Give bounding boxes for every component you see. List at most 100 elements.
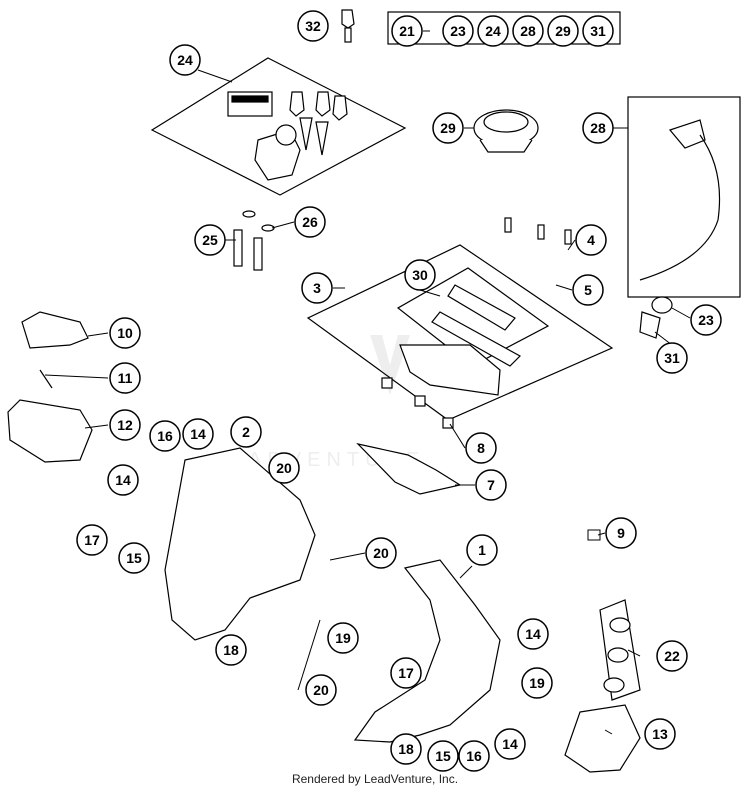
svg-text:24: 24	[177, 52, 193, 68]
headlight-cover-drawing	[7, 311, 93, 463]
left-frame-drawing	[164, 447, 316, 641]
callout-20-top: 20	[268, 452, 300, 484]
callout-20-bottom: 20	[305, 674, 337, 706]
ignition-lock-drawing	[227, 91, 348, 181]
bolts-25-26-drawing	[233, 210, 275, 271]
svg-text:9: 9	[617, 525, 625, 541]
svg-text:23: 23	[698, 312, 714, 328]
svg-text:12: 12	[117, 417, 133, 433]
svg-text:16: 16	[466, 748, 482, 764]
callout-12: 12	[109, 409, 141, 441]
callout-14-left: 14	[107, 464, 139, 496]
watermark: ADVENTURE	[248, 335, 419, 471]
svg-text:15: 15	[435, 748, 451, 764]
right-frame-drawing	[353, 559, 501, 743]
callout-18-bottom: 18	[390, 733, 422, 765]
svg-text:14: 14	[525, 626, 541, 642]
svg-text:28: 28	[590, 120, 606, 136]
lock-parts-drawing	[639, 296, 673, 339]
callout-31: 31	[656, 342, 688, 374]
kit-member-28: 28	[512, 15, 544, 47]
footer-credit: Rendered by LeadVenture, Inc.	[291, 772, 459, 786]
callout-8: 8	[465, 432, 497, 464]
svg-text:17: 17	[398, 665, 414, 681]
callout-17-left: 17	[76, 524, 108, 556]
callout-11: 11	[109, 362, 141, 394]
svg-text:10: 10	[117, 325, 133, 341]
svg-text:18: 18	[398, 741, 414, 757]
svg-text:31: 31	[664, 350, 680, 366]
svg-text:29: 29	[440, 120, 456, 136]
callout-17-mid: 17	[390, 657, 422, 689]
svg-text:4: 4	[587, 232, 595, 248]
parts-22-drawing	[603, 617, 631, 693]
svg-text:18: 18	[223, 642, 239, 658]
svg-text:14: 14	[502, 736, 518, 752]
fuel-cap-drawing	[473, 109, 539, 153]
callout-16-top: 16	[149, 420, 181, 452]
svg-text:5: 5	[584, 282, 592, 298]
callout-20-mid: 20	[365, 537, 397, 569]
callout-2: 2	[230, 416, 262, 448]
key-part-drawing	[341, 9, 355, 43]
callout-3: 3	[301, 272, 333, 304]
callout-7: 7	[475, 469, 507, 501]
svg-text:32: 32	[305, 18, 321, 34]
svg-text:3: 3	[313, 280, 321, 296]
svg-text:16: 16	[157, 428, 173, 444]
svg-text:23: 23	[450, 23, 466, 39]
svg-text:22: 22	[664, 648, 680, 664]
callout-5: 5	[572, 274, 604, 306]
callout-19-left: 19	[327, 622, 359, 654]
svg-text:14: 14	[190, 426, 206, 442]
svg-text:19: 19	[335, 630, 351, 646]
callout-13: 13	[644, 718, 676, 750]
dashboard-drawing	[381, 217, 572, 429]
kit-member-29: 29	[547, 15, 579, 47]
svg-text:8: 8	[477, 440, 485, 456]
kit-member-24: 24	[477, 15, 509, 47]
svg-text:11: 11	[118, 370, 133, 386]
svg-text:19: 19	[529, 675, 545, 691]
callout-4: 4	[575, 224, 607, 256]
svg-text:14: 14	[115, 472, 131, 488]
svg-text:20: 20	[313, 682, 329, 698]
callout-1: 1	[466, 534, 498, 566]
svg-text:21: 21	[399, 23, 415, 39]
svg-text:29: 29	[555, 23, 571, 39]
svg-text:28: 28	[520, 23, 536, 39]
leader-lines	[44, 69, 691, 735]
callout-16-bottom: 16	[458, 740, 490, 772]
holder-13-drawing	[564, 704, 641, 773]
svg-text:20: 20	[276, 460, 292, 476]
cable-box	[627, 96, 741, 298]
callout-29: 29	[432, 112, 464, 144]
callout-23: 23	[690, 304, 722, 336]
svg-text:1: 1	[478, 542, 486, 558]
callout-15-left: 15	[118, 542, 150, 574]
callout-30: 30	[404, 259, 436, 291]
kit-member-23: 23	[442, 15, 474, 47]
svg-text:17: 17	[84, 532, 100, 548]
svg-text:15: 15	[126, 550, 142, 566]
part-9-drawing	[587, 529, 601, 541]
callout-32: 32	[297, 10, 329, 42]
callout-22: 22	[656, 640, 688, 672]
callout-10: 10	[109, 317, 141, 349]
parts-22-box	[599, 599, 641, 701]
callout-14-right: 14	[517, 618, 549, 650]
callout-25: 25	[194, 224, 226, 256]
callout-24: 24	[169, 44, 201, 76]
callout-26: 26	[294, 206, 326, 238]
svg-text:25: 25	[202, 232, 218, 248]
kit-callout-21: 21	[391, 15, 423, 47]
kit-member-31: 31	[582, 15, 614, 47]
callout-15-bottom: 15	[427, 740, 459, 772]
svg-text:2: 2	[242, 424, 250, 440]
callout-14-bottom: 14	[494, 728, 526, 760]
callout-9: 9	[605, 517, 637, 549]
callout-28: 28	[582, 112, 614, 144]
svg-text:20: 20	[373, 545, 389, 561]
callout-19-right: 19	[521, 667, 553, 699]
